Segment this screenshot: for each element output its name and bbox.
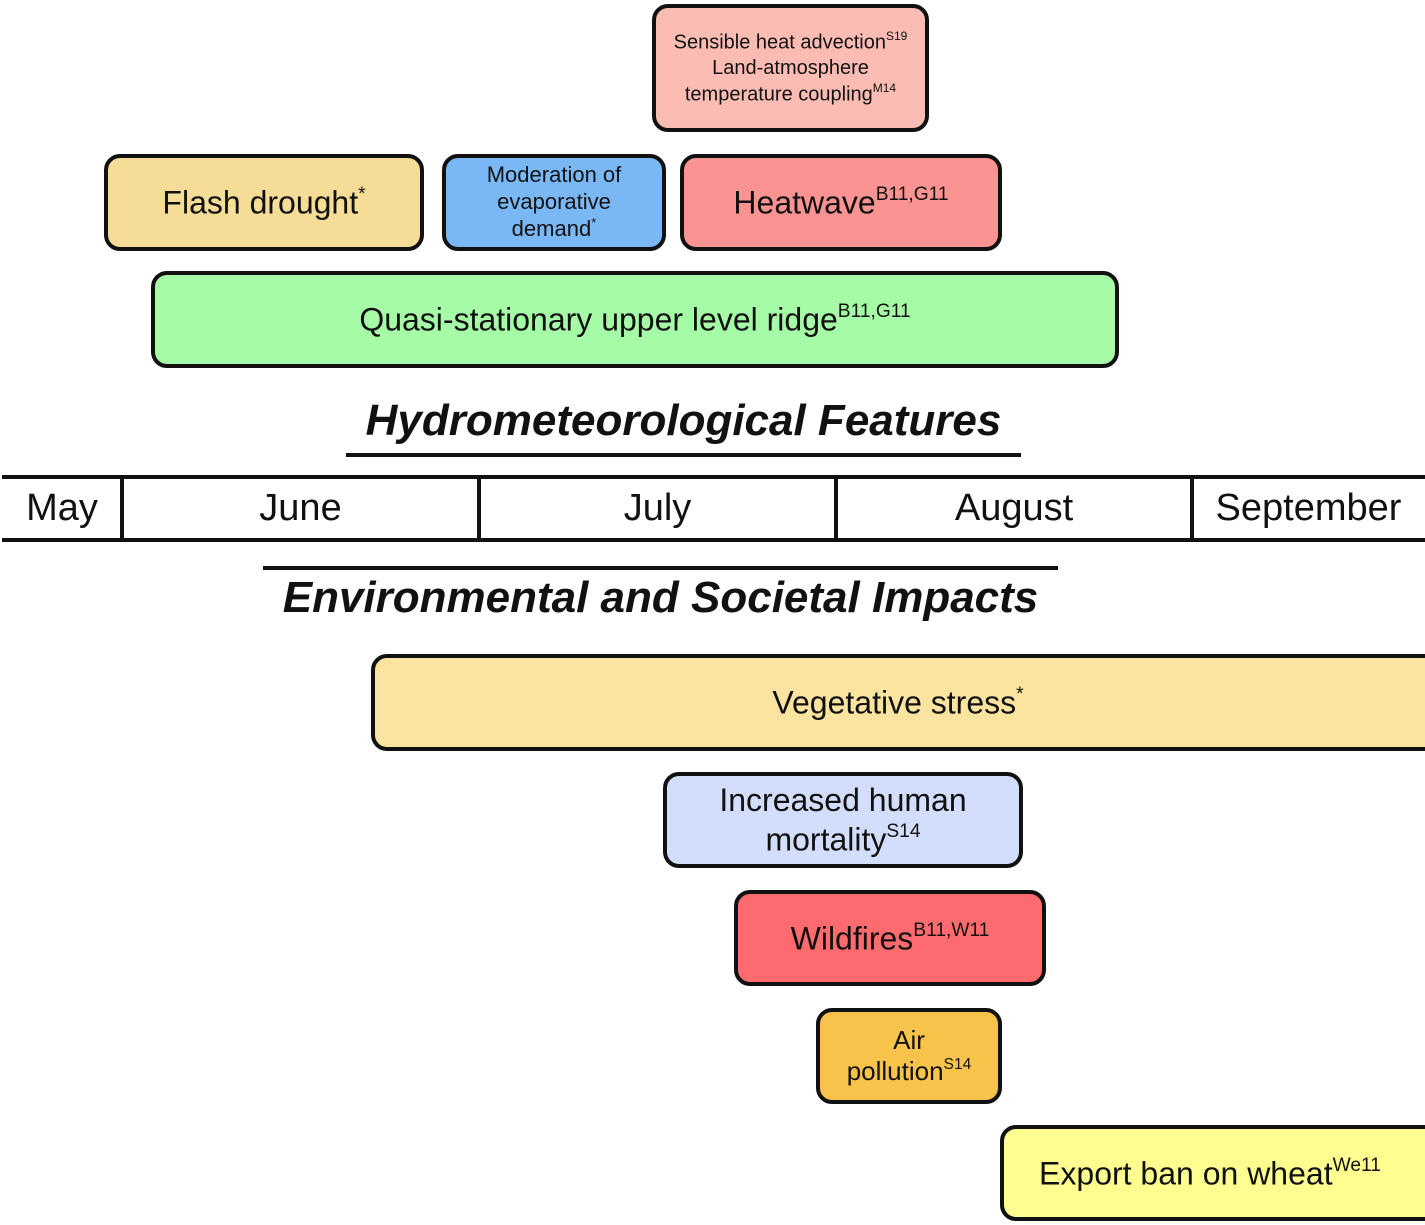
citation: We11: [1332, 1154, 1381, 1176]
export-ban-label: Export ban on wheat: [1039, 1155, 1333, 1192]
heatwave-label: Heatwave: [733, 184, 876, 221]
month-june: June: [259, 487, 342, 529]
evaporative-demand-label: Moderation of evaporative demand: [486, 162, 622, 242]
month-divider: [1190, 477, 1194, 540]
air-pollution-label: Air pollution: [846, 1024, 944, 1086]
hydro-title-underline: [346, 453, 1021, 457]
hydro-title: Hydrometeorological Features: [365, 396, 1002, 445]
citation: S14: [886, 820, 921, 842]
ridge-label: Quasi-stationary upper level ridge: [359, 301, 838, 338]
wildfires-box: WildfiresB11,W11: [734, 890, 1046, 986]
vegetative-stress-box: Vegetative stress*: [371, 654, 1425, 751]
timeline-top-line: [2, 475, 1425, 479]
citation: *: [358, 184, 366, 206]
citation: B11,G11: [875, 184, 949, 206]
citation: *: [591, 215, 597, 231]
month-august: August: [954, 487, 1074, 529]
citation: *: [1016, 684, 1024, 706]
month-september: September: [1215, 487, 1402, 529]
mortality-label: Increased human mortality: [719, 782, 967, 858]
air-pollution-box: Air pollutionS14: [816, 1008, 1002, 1104]
wildfires-label: Wildfires: [790, 920, 914, 957]
impacts-title-overline: [263, 566, 1058, 570]
export-ban-box: Export ban on wheatWe11: [1000, 1125, 1425, 1221]
sensible-heat-label: Sensible heat advection: [673, 31, 886, 53]
citation: B11,W11: [913, 919, 990, 941]
land-atmosphere-label: Land-atmosphere temperature coupling: [684, 57, 873, 106]
timeline-bottom-line: [2, 538, 1425, 542]
ridge-box: Quasi-stationary upper level ridgeB11,G1…: [151, 271, 1119, 368]
month-divider: [834, 477, 838, 540]
flash-drought-box: Flash drought*: [104, 154, 424, 251]
month-divider: [477, 477, 481, 540]
impacts-title: Environmental and Societal Impacts: [282, 573, 1039, 622]
evaporative-demand-box: Moderation of evaporative demand*: [442, 154, 666, 251]
citation: B11,G11: [837, 301, 911, 323]
mortality-box: Increased human mortalityS14: [663, 772, 1023, 868]
month-divider: [120, 477, 124, 540]
month-may: May: [26, 487, 98, 529]
heatwave-box: HeatwaveB11,G11: [680, 154, 1002, 251]
citation: M14: [872, 81, 897, 95]
vegetative-stress-label: Vegetative stress: [772, 684, 1017, 721]
citation: S19: [886, 28, 908, 43]
month-july: July: [623, 487, 692, 529]
sensible-heat-box: Sensible heat advectionS19 Land-atmosphe…: [652, 4, 929, 132]
citation: S14: [943, 1056, 972, 1074]
flash-drought-label: Flash drought: [162, 184, 359, 221]
